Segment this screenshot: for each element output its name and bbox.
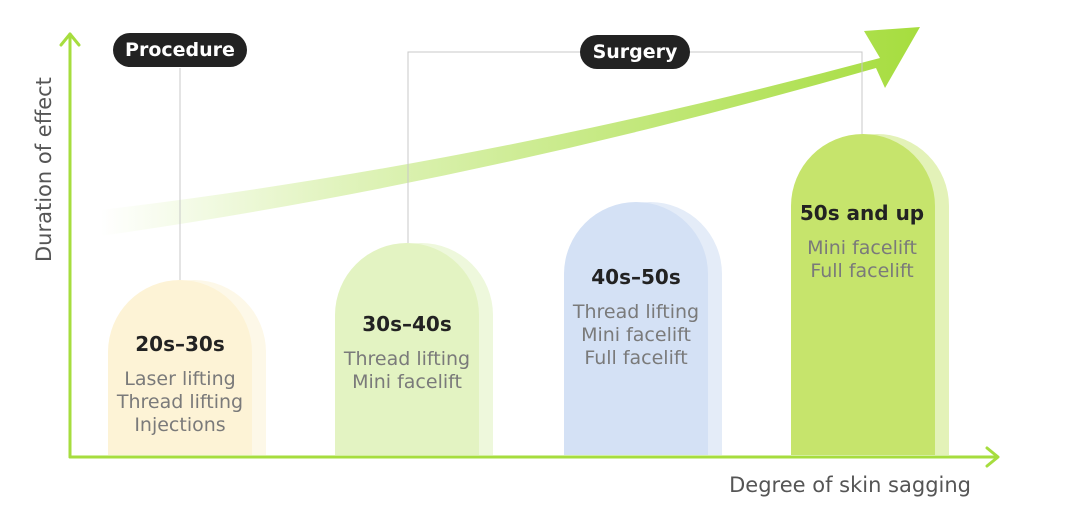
surgery-label: Surgery [580,35,690,69]
column-20s-30s [108,280,266,455]
connector-lines [179,51,863,280]
x-axis-arrowhead [985,446,1000,468]
y-axis-arrowhead [59,32,81,47]
column-shape [335,243,479,455]
treatment-item: Full facelift [810,260,914,282]
column-shape [791,134,935,455]
column-shape [564,202,708,455]
column-30s-40s [335,243,493,455]
age-range-label: 30s–40s [362,312,452,336]
column-shape [108,280,252,455]
age-range-label: 20s–30s [135,332,225,356]
treatment-item: Injections [134,414,226,436]
treatment-item: Mini facelift [352,371,462,393]
y-axis-label: Duration of effect [32,77,56,262]
axes [59,32,1000,468]
treatment-item: Thread lifting [116,391,244,413]
treatment-item: Laser lifting [124,368,236,390]
treatment-item: Thread lifting [572,301,700,323]
treatment-item: Thread lifting [343,348,471,370]
growth-arrow [100,27,920,236]
age-range-label: 50s and up [799,201,925,225]
column-50s-and-up [791,134,949,455]
procedure-label: Procedure [113,33,247,67]
column-text-20s-30s: 20s–30s Laser lifting Thread lifting Inj… [100,332,260,437]
column-40s-50s [564,202,722,455]
column-text-30s-40s: 30s–40s Thread lifting Mini facelift [327,312,487,394]
treatment-item: Full facelift [584,347,688,369]
column-text-50s-and-up: 50s and up Mini facelift Full facelift [772,201,952,283]
treatment-item: Mini facelift [807,237,917,259]
x-axis-label: Degree of skin sagging [729,473,971,497]
column-text-40s-50s: 40s–50s Thread lifting Mini facelift Ful… [556,265,716,370]
age-range-label: 40s–50s [591,265,681,289]
treatment-item: Mini facelift [581,324,691,346]
